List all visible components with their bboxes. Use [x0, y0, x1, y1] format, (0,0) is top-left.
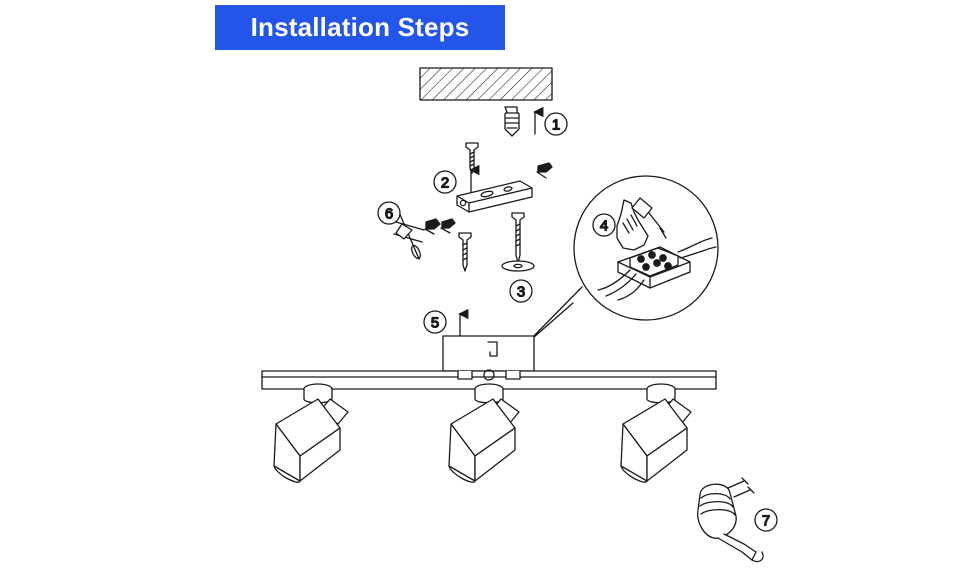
step-3-label: 3: [509, 279, 533, 303]
step-5-label: 5: [423, 310, 447, 334]
step-3-number: 3: [517, 284, 525, 301]
step-2-number: 2: [441, 175, 449, 192]
step-4-label: 4: [592, 213, 616, 237]
step-4-number: 4: [600, 218, 608, 235]
title-banner: Installation Steps: [215, 5, 505, 50]
page-title: Installation Steps: [250, 12, 470, 42]
spot-head-2: [448, 383, 520, 483]
step-6-anchor-bolt: [393, 211, 441, 260]
step-1-number: 1: [552, 117, 560, 134]
step-7-number: 7: [762, 513, 770, 530]
track-light-bar: [261, 369, 717, 390]
step-5-fixture-base: [442, 308, 535, 372]
step-2-label: 2: [433, 170, 457, 194]
step-6-number: 6: [385, 206, 393, 223]
step-5-number: 5: [431, 315, 439, 332]
ceiling-slab: [419, 67, 553, 101]
step-1-label: 1: [544, 112, 568, 136]
step-4-detail-circle: [524, 175, 719, 346]
step-7-bulb: [697, 477, 764, 563]
screw-lower-left: [458, 232, 472, 272]
step-1-anchor: [504, 106, 544, 137]
screw-top: [465, 142, 479, 174]
step-2-bracket: [440, 162, 553, 234]
step-6-label: 6: [377, 201, 401, 225]
step-3-screw-washer: [501, 212, 535, 272]
step-7-label: 7: [754, 508, 778, 532]
spot-head-1: [273, 383, 349, 483]
spot-head-3: [620, 383, 692, 483]
